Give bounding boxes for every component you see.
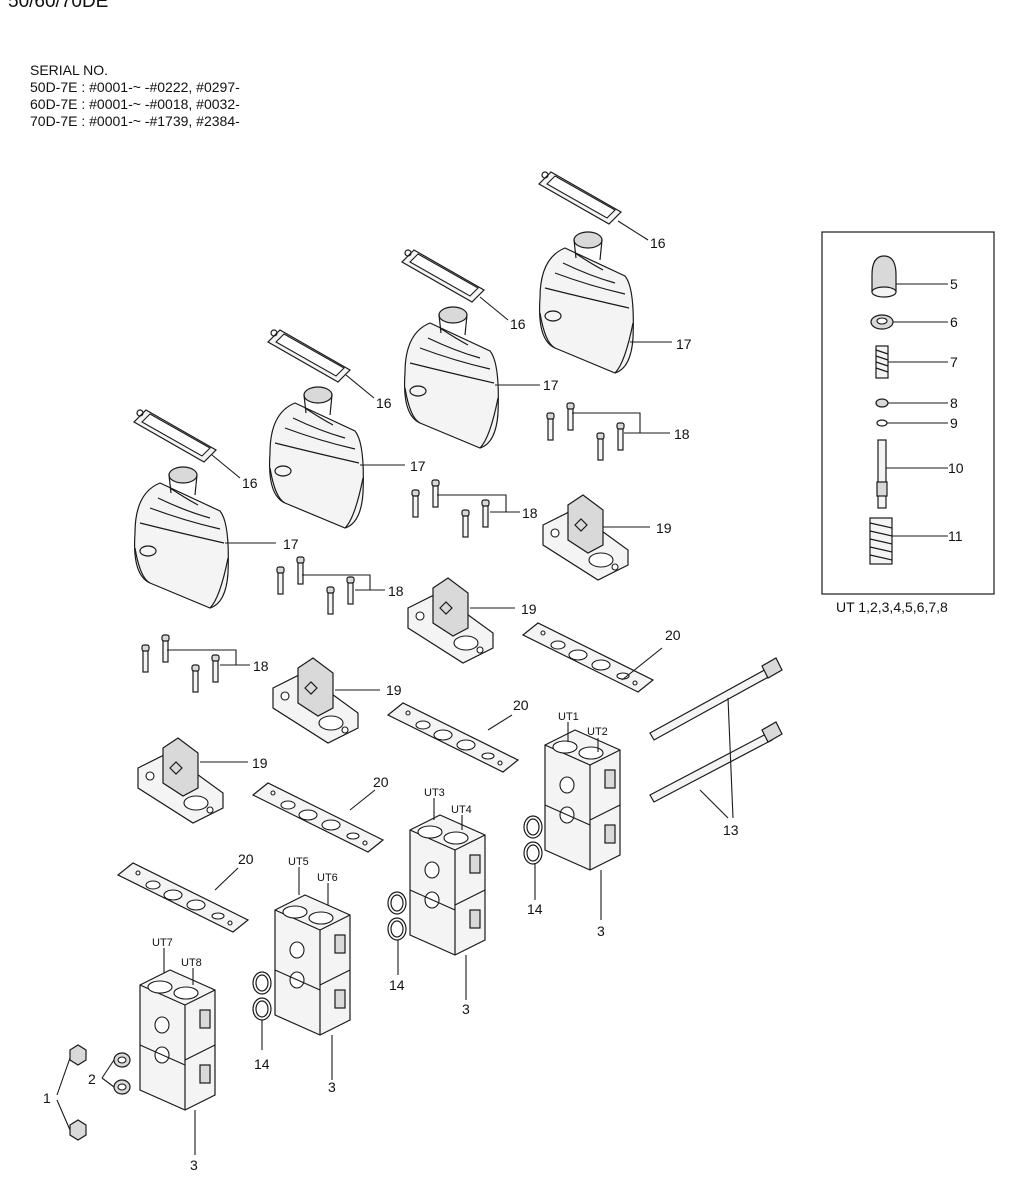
orings-14-a: [523, 815, 543, 865]
callout-14-c: 14: [254, 1056, 270, 1072]
plate-20-a: [522, 622, 654, 693]
callout-17-d: 17: [283, 536, 299, 552]
serial-line-50d: 50D-7E : #0001-~ -#0222, #0297-: [30, 79, 240, 95]
port-label-ut6: UT6: [317, 872, 338, 884]
port-label-ut4: UT4: [451, 804, 472, 816]
callout-20-c: 20: [373, 774, 389, 790]
screws-18-c: [276, 556, 355, 615]
callout-10: 10: [948, 460, 964, 476]
callout-13: 13: [723, 822, 739, 838]
bracket-19-d: [137, 737, 224, 824]
valve-section-3-d: [139, 969, 216, 1111]
callout-1: 1: [43, 1090, 51, 1106]
valve-section-3-b: [409, 814, 486, 956]
callout-2: 2: [88, 1071, 96, 1087]
valve-section-3-a: [544, 729, 621, 871]
callout-17-a: 17: [676, 336, 692, 352]
boot-17-b: [403, 306, 499, 449]
callout-19-d: 19: [252, 755, 268, 771]
plate-20-b: [387, 702, 519, 773]
leader-lines: [56, 220, 734, 1155]
inset-part-10: [877, 439, 887, 509]
bracket-19-a: [542, 494, 629, 581]
screws-18-b: [411, 479, 490, 538]
callout-3-a: 3: [597, 923, 605, 939]
callout-3-c: 3: [328, 1079, 336, 1095]
callout-8: 8: [950, 395, 958, 411]
inset-part-9: [876, 419, 888, 427]
callout-3-b: 3: [462, 1001, 470, 1017]
port-label-ut3: UT3: [424, 787, 445, 799]
gasket-16-b: [401, 249, 485, 303]
plugs-2: [113, 1052, 131, 1095]
gasket-16-d: [133, 409, 217, 463]
serial-label: SERIAL NO.: [30, 62, 109, 78]
port-label-ut5: UT5: [288, 856, 309, 868]
plate-20-c: [252, 782, 384, 853]
inset-part-5: [871, 255, 897, 293]
valve-section-3-c: [274, 894, 351, 1036]
inset-frame: [821, 231, 995, 595]
port-label-ut8: UT8: [181, 957, 202, 969]
callout-18-a: 18: [674, 426, 690, 442]
plate-20-d: [117, 862, 249, 933]
bracket-19-b: [407, 577, 494, 664]
boot-17-c: [268, 386, 364, 529]
callout-17-c: 17: [410, 458, 426, 474]
bracket-19-c: [272, 657, 359, 744]
inset-part-8: [875, 398, 889, 408]
callout-11: 11: [948, 528, 963, 544]
callout-9: 9: [950, 415, 958, 431]
callout-14-a: 14: [527, 901, 543, 917]
nuts-1: [69, 1044, 87, 1141]
callout-16-c: 16: [376, 395, 392, 411]
callout-20-d: 20: [238, 851, 254, 867]
inset-caption: UT 1,2,3,4,5,6,7,8: [836, 599, 948, 615]
callout-19-a: 19: [656, 520, 672, 536]
boot-17-d: [133, 466, 229, 609]
serial-line-70d: 70D-7E : #0001-~ -#1739, #2384-: [30, 113, 240, 129]
serial-line-60d: 60D-7E : #0001-~ -#0018, #0032-: [30, 96, 240, 112]
orings-14-c: [252, 971, 272, 1021]
callout-20-b: 20: [513, 697, 529, 713]
callout-18-b: 18: [522, 505, 538, 521]
callout-7: 7: [950, 354, 958, 370]
callout-18-c: 18: [388, 583, 404, 599]
gasket-16-c: [267, 329, 351, 383]
callout-20-a: 20: [665, 627, 681, 643]
screws-18-a: [546, 402, 625, 461]
serial-number-block: SERIAL NO. 50D-7E : #0001-~ -#0222, #029…: [30, 62, 240, 130]
callout-6: 6: [950, 314, 958, 330]
callout-18-d: 18: [253, 658, 269, 674]
callout-16-d: 16: [242, 475, 258, 491]
screws-18-d: [141, 634, 220, 693]
callout-14-b: 14: [389, 977, 405, 993]
callout-3-d: 3: [190, 1157, 198, 1173]
callout-16-a: 16: [650, 235, 666, 251]
callout-16-b: 16: [510, 316, 526, 332]
tie-rods-13: [649, 657, 783, 803]
orings-14-b: [387, 891, 407, 941]
callout-17-b: 17: [543, 377, 559, 393]
model-title: 50/60/70DE: [8, 0, 109, 12]
ut-detail-inset: 5 6 7 8 9 10 11: [821, 231, 995, 595]
port-label-ut1: UT1: [558, 711, 579, 723]
callout-19-b: 19: [521, 601, 537, 617]
callout-5: 5: [950, 276, 958, 292]
port-label-ut7: UT7: [152, 937, 173, 949]
boot-17-a: [538, 231, 634, 374]
port-label-ut2: UT2: [587, 726, 608, 738]
callout-19-c: 19: [386, 682, 402, 698]
gasket-16-a: [538, 171, 622, 225]
